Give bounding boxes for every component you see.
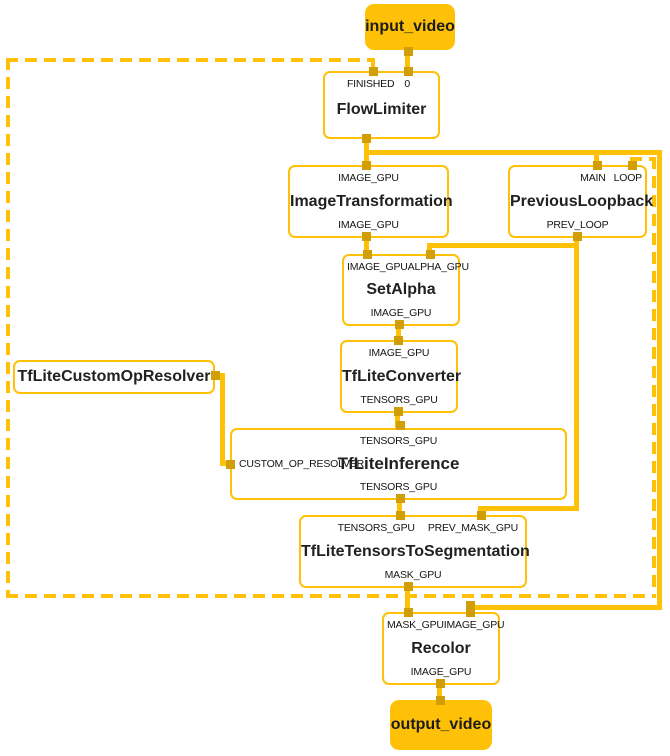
output-video-label: output_video bbox=[390, 716, 492, 733]
output-video-terminal[interactable]: output_video bbox=[390, 700, 492, 750]
backedge-drop-to-finished bbox=[371, 58, 375, 71]
edge-inputvideo-to-flowlimiter bbox=[405, 48, 410, 75]
edge-imagetransformation-to-setalpha bbox=[364, 236, 369, 258]
port-inference-in bbox=[396, 421, 405, 430]
port-flowlimiter-0 bbox=[404, 67, 413, 76]
port-label-image-gpu-in: IMAGE_GPU bbox=[368, 347, 430, 359]
node-recolor[interactable]: MASK_GPU IMAGE_GPU Recolor IMAGE_GPU bbox=[382, 612, 505, 685]
port-setalpha-alpha bbox=[426, 250, 435, 259]
port-label-prev-loop: PREV_LOOP bbox=[546, 219, 609, 231]
edge-prevloop-vertical bbox=[574, 236, 579, 511]
node-title-flowlimiter: FlowLimiter bbox=[336, 101, 427, 119]
node-title-recolor: Recolor bbox=[411, 639, 471, 657]
edge-throttled-video-to-recolor-horizontal bbox=[467, 605, 662, 610]
port-label-image-gpu-out: IMAGE_GPU bbox=[338, 219, 399, 231]
port-inference-custom-op-resolver bbox=[226, 460, 235, 469]
node-title-tflitecustomopresolver: TfLiteCustomOpResolver bbox=[17, 368, 211, 385]
port-resolver-out bbox=[211, 371, 220, 380]
port-recolor-out bbox=[436, 679, 445, 688]
node-title-imagetransformation: ImageTransformation bbox=[290, 192, 453, 210]
port-recolor-mask bbox=[404, 608, 413, 617]
node-imagetransformation[interactable]: IMAGE_GPU ImageTransformation IMAGE_GPU bbox=[288, 165, 453, 238]
port-converter-out bbox=[394, 407, 403, 416]
input-video-label: input_video bbox=[365, 18, 455, 35]
port-label-index-0: 0 bbox=[404, 78, 410, 90]
node-previousloopback[interactable]: MAIN LOOP PreviousLoopback PREV_LOOP bbox=[508, 165, 654, 238]
node-title-tfliteinference: TfLiteInference bbox=[337, 454, 460, 473]
port-inputvideo-out bbox=[404, 47, 413, 56]
port-label-image-gpu-out: IMAGE_GPU bbox=[410, 666, 472, 678]
node-tflitecustomopresolver[interactable]: TfLiteCustomOpResolver bbox=[13, 360, 215, 394]
port-previousloopback-prevloop bbox=[573, 232, 582, 241]
input-video-terminal[interactable]: input_video bbox=[365, 4, 455, 50]
node-title-tflitetensorstosegmentation: TfLiteTensorsToSegmentation bbox=[301, 542, 530, 560]
port-label-alpha-gpu-in: ALPHA_GPU bbox=[407, 261, 469, 273]
port-segmentation-mask-out bbox=[404, 582, 413, 591]
port-flowlimiter-out bbox=[362, 134, 371, 143]
port-converter-in bbox=[394, 336, 403, 345]
node-flowlimiter[interactable]: FINISHED 0 FlowLimiter bbox=[323, 71, 440, 139]
port-label-image-gpu-in: IMAGE_GPU bbox=[347, 261, 408, 273]
node-title-previousloopback: PreviousLoopback bbox=[510, 192, 654, 210]
port-label-main: MAIN bbox=[580, 172, 606, 184]
port-recolor-image-elbow bbox=[466, 601, 475, 610]
port-imagetransformation-out bbox=[362, 232, 371, 241]
edge-converter-to-inference bbox=[395, 411, 400, 428]
edge-prevloop-to-segmentation-horizontal bbox=[478, 506, 579, 511]
port-imagetransformation-in bbox=[362, 161, 371, 170]
port-setalpha-out bbox=[395, 320, 404, 329]
port-label-tensors-gpu-out: TENSORS_GPU bbox=[360, 394, 438, 406]
port-label-image-gpu-in: IMAGE_GPU bbox=[338, 172, 399, 184]
port-label-finished: FINISHED bbox=[346, 78, 395, 90]
edge-segmentation-to-recolor bbox=[405, 586, 410, 615]
port-label-tensors-gpu-out: TENSORS_GPU bbox=[359, 481, 438, 493]
node-setalpha[interactable]: IMAGE_GPU ALPHA_GPU SetAlpha IMAGE_GPU bbox=[342, 254, 469, 326]
port-outputvideo-in bbox=[436, 696, 445, 705]
backedge-left-vertical bbox=[6, 58, 10, 598]
port-label-mask-gpu-out: MASK_GPU bbox=[384, 569, 442, 581]
edge-resolver-vertical bbox=[220, 373, 225, 466]
backedge-bottom-horizontal bbox=[6, 594, 656, 598]
port-label-tensors-gpu-in: TENSORS_GPU bbox=[359, 435, 438, 447]
backedge-right-vertical bbox=[652, 157, 656, 594]
node-tflitetensorstosegmentation[interactable]: TENSORS_GPU PREV_MASK_GPU TfLiteTensorsT… bbox=[299, 515, 530, 588]
port-segmentation-prev-mask bbox=[477, 511, 486, 520]
port-label-image-gpu-out: IMAGE_GPU bbox=[370, 307, 432, 319]
edge-flowlimiter-branch-horizontal bbox=[364, 150, 662, 155]
edge-setalpha-to-converter bbox=[396, 324, 401, 343]
edge-recolor-to-outputvideo bbox=[437, 683, 442, 703]
port-label-mask-gpu-in: MASK_GPU bbox=[387, 619, 444, 631]
port-label-tensors-gpu-in: TENSORS_GPU bbox=[337, 522, 415, 534]
port-recolor-image bbox=[466, 608, 475, 617]
port-label-custom-op-resolver: CUSTOM_OP_RESOLVER bbox=[239, 458, 364, 470]
port-label-prev-mask-gpu-in: PREV_MASK_GPU bbox=[427, 522, 518, 534]
port-label-image-gpu-in: IMAGE_GPU bbox=[443, 619, 505, 631]
edge-right-vertical-throttled-video bbox=[657, 150, 662, 610]
port-segmentation-tensors bbox=[396, 511, 405, 520]
backedge-top-horizontal bbox=[6, 58, 375, 62]
edge-branch-to-previousloopback-main bbox=[594, 150, 599, 168]
port-previousloopback-main bbox=[593, 161, 602, 170]
port-setalpha-image bbox=[363, 250, 372, 259]
node-title-setalpha: SetAlpha bbox=[366, 281, 436, 298]
port-previousloopback-loop bbox=[628, 161, 637, 170]
port-label-loop: LOOP bbox=[613, 172, 643, 184]
port-inference-out bbox=[396, 494, 405, 503]
backedge-topright-horizontal bbox=[630, 157, 656, 161]
node-tfliteconverter[interactable]: IMAGE_GPU TfLiteConverter TENSORS_GPU bbox=[340, 340, 462, 413]
edge-inference-to-segmentation bbox=[397, 498, 402, 518]
node-title-tfliteconverter: TfLiteConverter bbox=[342, 367, 462, 385]
port-flowlimiter-finished bbox=[369, 67, 378, 76]
node-tfliteinference[interactable]: TENSORS_GPU CUSTOM_OP_RESOLVER TfLiteInf… bbox=[230, 428, 567, 500]
edge-prevloop-to-setalpha-horizontal bbox=[427, 243, 579, 248]
